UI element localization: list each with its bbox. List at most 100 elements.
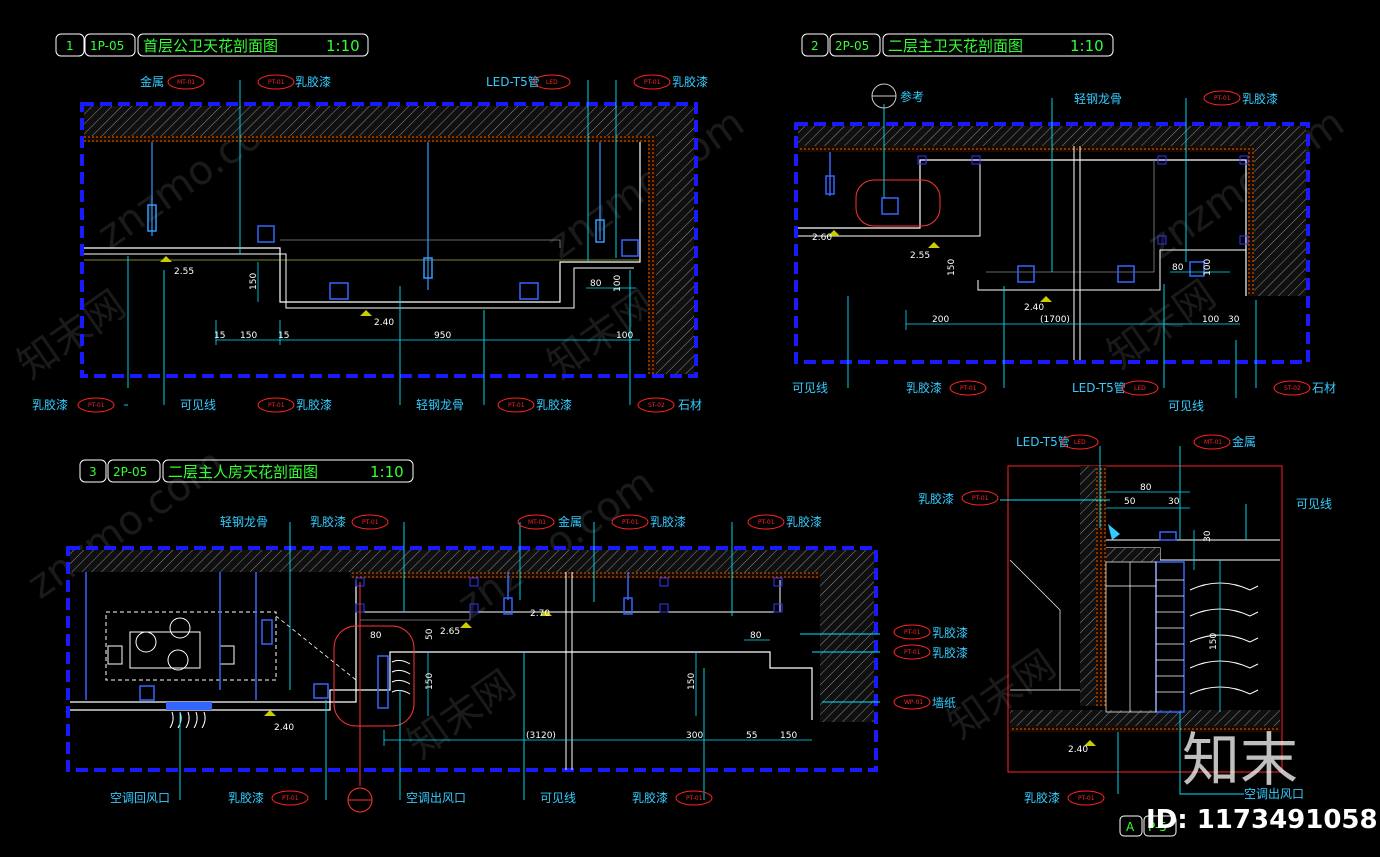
- ac-unit: [105, 611, 277, 681]
- dim: 150: [687, 673, 697, 690]
- tag-metal: MT-01: [177, 79, 195, 86]
- id-label: ID: 1173491058: [1146, 805, 1378, 835]
- plaster-layer: [350, 572, 820, 578]
- label-latex: 乳胶漆: [786, 514, 822, 529]
- dim: 100: [616, 331, 633, 341]
- dim: 950: [434, 331, 451, 341]
- section-title: 首层公卫天花剖面图: [143, 37, 278, 55]
- label-latex: 乳胶漆: [228, 790, 264, 805]
- label-latex: 乳胶漆: [932, 645, 968, 660]
- brand-logo: 知末: [1182, 726, 1298, 794]
- tag-latex: PT-01: [508, 402, 525, 409]
- label-visible-line: 可见线: [1296, 497, 1332, 511]
- label-latex: 乳胶漆: [1024, 790, 1060, 805]
- tag-metal: MT-01: [528, 519, 546, 526]
- dim: 200: [932, 315, 949, 325]
- tag-latex: PT-01: [268, 402, 285, 409]
- dim-elevation: 2.60: [812, 233, 832, 243]
- tag-latex: PT-01: [960, 385, 977, 392]
- dim: 55: [746, 731, 757, 741]
- tag-latex: PT-01: [268, 79, 285, 86]
- label-steel-keel: 轻钢龙骨: [1074, 92, 1122, 106]
- dim: 30: [1168, 497, 1180, 507]
- dim-elevation: 2.40: [374, 318, 394, 328]
- label-latex: 乳胶漆: [1242, 91, 1278, 106]
- watermark-site: znzmo.com: [449, 460, 662, 629]
- tag-latex: PT-01: [1078, 795, 1095, 802]
- label-latex: 乳胶漆: [918, 491, 954, 506]
- watermark-cn: 知末网: [9, 282, 134, 389]
- tag-latex: PT-01: [282, 795, 299, 802]
- tag-latex: PT-01: [1214, 95, 1231, 102]
- tag-metal: MT-01: [1204, 439, 1222, 446]
- concrete-wall: [1254, 146, 1306, 296]
- section-1: 1 1P-05 首层公卫天花剖面图 1:10: [32, 33, 708, 413]
- dim: (1700): [1040, 315, 1070, 325]
- concrete-slab: [70, 550, 874, 572]
- dim-elevation: 2.70: [530, 609, 550, 619]
- tag-stone: ST-02: [1284, 385, 1301, 392]
- dim-elevation: 2.40: [1068, 745, 1088, 755]
- label-ac-return: 空调回风口: [110, 791, 170, 805]
- tag-latex: PT-01: [362, 519, 379, 526]
- label-stone: 石材: [678, 398, 702, 412]
- section-number: 1: [66, 39, 74, 53]
- section-scale: 1:10: [1070, 37, 1104, 55]
- wall-finish: [648, 136, 656, 374]
- section-code: 2P-05: [835, 39, 869, 53]
- dim: 100: [1203, 259, 1213, 276]
- label-visible-line: 可见线: [540, 791, 576, 805]
- tag-led: LED: [546, 79, 558, 86]
- detail-section: LED-T5管 LED MT-01 金属 乳胶漆 PT-01 可见线 乳胶漆 P…: [918, 434, 1332, 806]
- tag-latex: PT-01: [904, 649, 921, 656]
- dim: 50: [425, 628, 435, 640]
- section-3-title-block: 3 2P-05 二层主人房天花剖面图 1:10: [79, 459, 414, 483]
- dim: 150: [425, 673, 435, 690]
- label-latex: 乳胶漆: [632, 790, 668, 805]
- plaster-layer: [84, 136, 650, 142]
- dim-elevation: 2.65: [440, 627, 460, 637]
- tag-latex: PT-01: [686, 795, 703, 802]
- label-latex: 乳胶漆: [650, 514, 686, 529]
- section-code: 2P-05: [113, 465, 147, 479]
- detail-frame: [1007, 465, 1283, 773]
- dim: 150: [249, 273, 259, 290]
- dim: 100: [613, 275, 623, 292]
- concrete-wall: [656, 136, 694, 374]
- dim: 15: [278, 331, 289, 341]
- label-visible-line: 可见线: [180, 398, 216, 412]
- concrete-slab: [84, 106, 694, 136]
- label-latex: 乳胶漆: [672, 74, 708, 89]
- label-led: LED-T5管: [1072, 380, 1126, 395]
- dim: (3120): [526, 731, 556, 741]
- dim: 30: [1203, 530, 1213, 542]
- label-latex: 乳胶漆: [295, 74, 331, 89]
- section-title: 二层主人房天花剖面图: [168, 463, 318, 481]
- sheet-code: P-5: [1148, 820, 1167, 834]
- tag-latex: PT-01: [758, 519, 775, 526]
- dim: 100: [1202, 315, 1219, 325]
- dim: 15: [214, 331, 225, 341]
- dim: 150: [1209, 633, 1219, 650]
- sheet-tag: A P-5: [1119, 815, 1177, 837]
- label-latex: 乳胶漆: [296, 397, 332, 412]
- section-1-title-block: 1 1P-05 首层公卫天花剖面图 1:10: [55, 33, 369, 57]
- dim: 150: [947, 259, 957, 276]
- wall-finish: [1248, 146, 1254, 296]
- return-grille: [166, 702, 212, 710]
- label-metal: 金属: [558, 514, 582, 529]
- label-stone: 石材: [1312, 381, 1336, 395]
- dim: 300: [686, 731, 703, 741]
- section-frame: [80, 102, 698, 378]
- section-2: 2 2P-05 二层主卫天花剖面图 1:10: [792, 33, 1336, 413]
- dim: 150: [240, 331, 257, 341]
- watermark-cn: 知末网: [399, 662, 524, 769]
- dim: 80: [750, 631, 762, 641]
- section-2-title-block: 2 2P-05 二层主卫天花剖面图 1:10: [801, 33, 1114, 57]
- dim: 80: [1172, 263, 1184, 273]
- label-led: LED-T5管: [486, 74, 540, 89]
- label-steel-keel: 轻钢龙骨: [416, 398, 464, 412]
- section-number: 3: [89, 465, 97, 479]
- dim: 150: [780, 731, 797, 741]
- label-wallpaper: 墙纸: [932, 696, 956, 710]
